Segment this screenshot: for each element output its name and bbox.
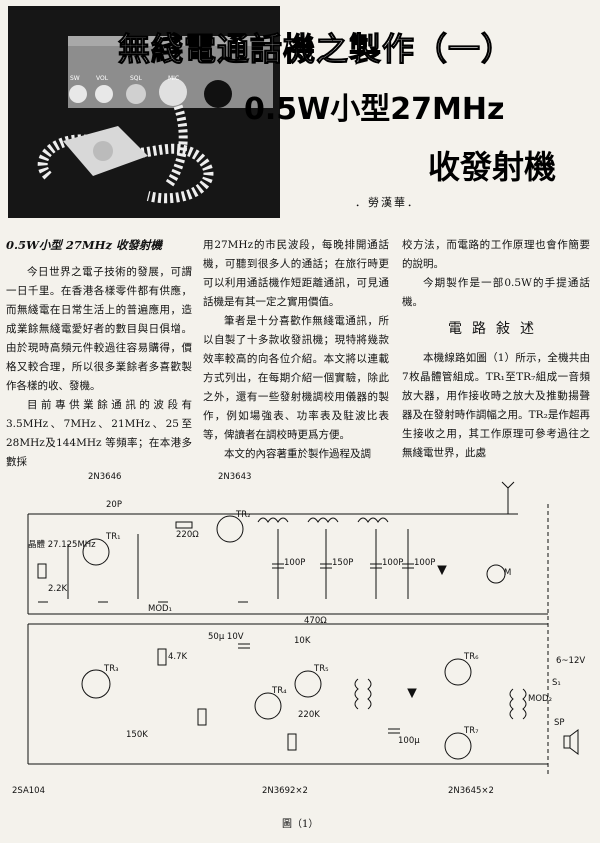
title-line-3: 收發射機: [428, 148, 557, 186]
meter-label: M: [504, 568, 512, 578]
component-value: 470Ω: [304, 616, 327, 626]
component-value: 100P: [414, 558, 436, 568]
component-value: 20P: [106, 500, 122, 510]
component-value: 150K: [126, 730, 148, 740]
title-line-1: 無綫電通話機之製作（一）: [117, 30, 515, 69]
transceiver-photo: SW VOL SQL MIC: [8, 6, 280, 218]
transistor-label: TR₆: [464, 652, 479, 662]
part-label: 2N3645×2: [448, 786, 494, 796]
paragraph: 校方法，而電路的工作原理也會作簡要的說明。: [402, 239, 590, 270]
paragraph: 今期製作是一部0.5W的手提通話機。: [402, 277, 590, 308]
component-value: 50μ 10V: [208, 632, 244, 642]
paragraph: 目前專供業餘通訊的波段有3.5MHz、7MHz、21MHz、25至28MHz及1…: [6, 399, 192, 468]
mod-label: MOD₂: [528, 694, 552, 704]
paragraph: 今日世界之電子技術的發展，可謂一日千里。在香港各樣零件都有供應，而無綫電在日常生…: [6, 266, 192, 392]
paragraph: 用27MHz的市民波段，每晚排開通話機，可聽到很多人的通話；在旅行時更可以利用通…: [203, 239, 389, 308]
text-column-2: 用27MHz的市民波段，每晚排開通話機，可聽到很多人的通話；在旅行時更可以利用通…: [203, 236, 389, 464]
svg-text:MIC: MIC: [168, 75, 179, 82]
part-label: 2N3692×2: [262, 786, 308, 796]
crystal-label: 晶體 27.125MHz: [28, 540, 96, 550]
transistor-label: TR₂: [236, 510, 251, 520]
transistor-label: TR₄: [272, 686, 287, 696]
component-value: 150P: [332, 558, 354, 568]
transistor-label: TR₅: [314, 664, 329, 674]
paragraph: 本文的內容著重於製作過程及調: [224, 448, 371, 460]
transistor-label: TR₁: [106, 532, 121, 542]
supply-label: 6~12V: [556, 656, 586, 666]
part-label: 2SA104: [12, 786, 45, 796]
transistor-label: TR₇: [464, 726, 479, 736]
figure-caption: 圖（1）: [282, 819, 319, 830]
section-heading: 電路敍述: [448, 321, 544, 337]
component-value: 100P: [382, 558, 404, 568]
circuit-schematic: 2N3646 2N3643 2SA104 2N3692×2 2N3645×2 晶…: [8, 472, 592, 809]
mod-label: MOD₁: [148, 604, 172, 614]
component-value: 220K: [298, 710, 320, 720]
svg-text:SW: SW: [70, 75, 80, 82]
author-byline: ．勞漢華．: [355, 196, 420, 209]
transistor-label: TR₃: [104, 664, 119, 674]
part-label: 2N3643: [218, 472, 252, 482]
paragraph: 筆者是十分喜歡作無綫電通訊，所以自製了十多款收發訊機；現特將幾款效率較高的向各位…: [203, 315, 389, 441]
text-column-1: 0.5W小型 27MHz 收發射機 今日世界之電子技術的發展，可謂一日千里。在香…: [6, 236, 192, 472]
component-value: 100μ: [398, 736, 420, 746]
component-value: 10K: [294, 636, 311, 646]
switch-label: S₁: [552, 678, 561, 688]
svg-text:VOL: VOL: [96, 75, 109, 82]
component-value: 2.2K: [48, 584, 68, 594]
speaker-label: SP: [554, 718, 565, 728]
title-line-2: 0.5W小型27MHz: [244, 92, 505, 127]
component-value: 220Ω: [176, 530, 199, 540]
text-column-3: 校方法，而電路的工作原理也會作簡要的說明。 今期製作是一部0.5W的手提通話機。…: [402, 236, 590, 463]
paragraph: 本機線路如圖（1）所示，全機共由7枚晶體管組成。TR₁至TR₇組成一音頻放大器，…: [402, 352, 590, 459]
svg-text:SQL: SQL: [130, 75, 143, 82]
article-subheading: 0.5W小型 27MHz 收發射機: [6, 238, 163, 252]
component-value: 100P: [284, 558, 306, 568]
part-label: 2N3646: [88, 472, 122, 482]
component-value: 4.7K: [168, 652, 188, 662]
